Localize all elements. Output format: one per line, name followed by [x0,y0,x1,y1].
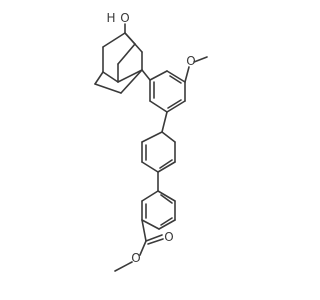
bond [141,219,147,242]
methoxyphenyl-ring [149,70,186,113]
bond [117,69,143,83]
bond [157,190,176,202]
bond [167,99,182,109]
adamantane-cage [94,32,151,94]
bond [141,190,159,202]
bond [159,159,173,169]
bond [141,69,151,81]
methyl-ester-group [114,219,164,272]
bond [145,234,163,242]
bond [94,83,122,94]
bond [166,70,186,83]
methoxy-group [184,56,208,83]
bond [161,131,176,143]
bond [120,69,143,94]
bond [147,238,164,245]
bond [184,66,190,83]
structure-diagram: H O O O O [94,11,208,272]
bond [141,219,160,230]
bond [166,100,186,113]
bond [149,70,168,81]
methoxy-oxygen-label: O [186,54,195,68]
bond [169,75,182,84]
bond [158,219,176,230]
bond [94,71,104,85]
bond [124,32,136,45]
bond [139,240,147,256]
bond [141,161,159,173]
bond [160,194,173,204]
bond [114,261,133,272]
bond [102,71,119,83]
bond [141,131,163,143]
bond [193,56,208,63]
biaryl-bond [161,111,168,133]
bond [102,32,126,48]
molecule-canvas: H O O O O [94,11,208,272]
hydroxyl-oxygen-label: O [120,11,129,25]
naphthalene-system [141,131,176,230]
atom-labels: H O O O O [106,11,195,265]
bond [149,100,168,113]
carbonyl-oxygen-label: O [164,230,173,244]
bond [157,161,176,173]
ester-oxygen-label: O [131,251,140,265]
bond [160,217,173,226]
bond [117,43,136,65]
hydroxyl-hydrogen-label: H [106,11,115,25]
